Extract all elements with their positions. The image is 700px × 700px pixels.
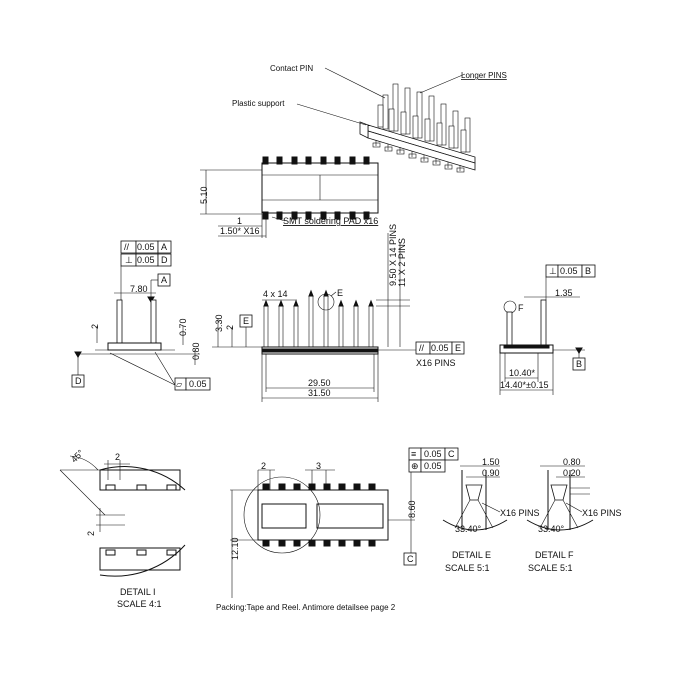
right-f-label: F <box>518 303 524 313</box>
front-pitch-dim: 4 x 14 <box>263 289 288 299</box>
right-side-view: ⊥ 0.05 B 1.35 F 10.40* 14.40*±0.15 B <box>499 264 596 395</box>
fcf-perp-value: 0.05 <box>137 255 155 265</box>
detail-f-marker <box>503 300 517 314</box>
svg-text:A: A <box>161 242 167 252</box>
detail-i-angle: 45° <box>69 448 86 465</box>
detail-e-marker <box>317 293 335 311</box>
bottom-fcf2-value: 0.05 <box>424 461 442 471</box>
front-view: 4 x 14 E 9.50 X 14 PINS 11 X 2 PINS 3.30… <box>212 224 465 402</box>
detail-e-d150: 1.50 <box>482 457 500 467</box>
detail-e-x16: X16 PINS <box>500 508 540 518</box>
svg-text:⊥: ⊥ <box>125 255 133 265</box>
datum-b: B <box>576 359 582 369</box>
svg-text:⊥: ⊥ <box>549 266 557 276</box>
bottom-view: 2 3 12.10 8.60 C ≡ 0.05 C ⊕ 0.05 <box>230 447 459 598</box>
detail-f-d020: 0.20 <box>563 468 581 478</box>
detail-i-scale: SCALE 4:1 <box>117 599 162 609</box>
detail-f-x16: X16 PINS <box>582 508 622 518</box>
front-e-label: E <box>337 288 343 298</box>
svg-text:▱: ▱ <box>176 380 183 389</box>
detail-i-circle <box>243 476 321 554</box>
bottom-d3: 3 <box>316 461 321 471</box>
top-one-dim: 1 <box>237 216 242 226</box>
svg-text:E: E <box>455 343 461 353</box>
bottom-d1210: 12.10 <box>230 537 240 560</box>
plastic-support-leader <box>296 103 367 126</box>
detail-f-title: DETAIL F <box>535 550 574 560</box>
detail-i-d2b: 2 <box>86 531 96 536</box>
detail-f-scale: SCALE 5:1 <box>528 563 573 573</box>
datum-e: E <box>243 316 249 326</box>
detail-f: 0.80 0.20 X16 PINS 33.40° DETAIL F SCALE… <box>526 457 622 573</box>
svg-text:A: A <box>161 275 167 285</box>
top-view: 5.10 1 1.50* X16 SMT soldering PAD x16 <box>199 156 379 238</box>
svg-text:C: C <box>448 449 455 459</box>
fcf-flat-value: 0.05 <box>189 379 207 389</box>
datum-d: D <box>75 376 82 386</box>
front-d2: 2 <box>225 325 235 330</box>
detail-i: 2 2 45° DETAIL I SCALE 4:1 <box>59 448 186 609</box>
bottom-fcf1-value: 0.05 <box>424 449 442 459</box>
svg-text:B: B <box>585 266 591 276</box>
side-d070: 0.70 <box>178 318 188 336</box>
bottom-d2: 2 <box>261 461 266 471</box>
side-d2: 2 <box>90 324 100 329</box>
bottom-d860: 8.60 <box>407 500 417 518</box>
longer-pins-callout: Longer PINS <box>461 71 507 80</box>
svg-text:≡: ≡ <box>411 449 416 459</box>
detail-i-title: DETAIL I <box>120 587 156 597</box>
detail-e: 1.50 0.90 X16 PINS 33.40° DETAIL E SCALE… <box>442 457 540 573</box>
front-pins14: 9.50 X 14 PINS <box>388 224 398 286</box>
left-side-view: // 0.05 A ⊥ 0.05 D A 7.80 D 2 0.70 0.80 <box>71 240 211 391</box>
side-d080: 0.80 <box>191 342 201 360</box>
isometric-view: Contact PIN Longer PINS Plastic support <box>232 64 507 173</box>
front-pins2: 11 X 2 PINS <box>397 238 407 287</box>
detail-e-d090: 0.90 <box>482 468 500 478</box>
detail-f-d080: 0.80 <box>563 457 581 467</box>
right-fcf-value: 0.05 <box>560 266 578 276</box>
contact-pin-callout: Contact PIN <box>270 64 313 73</box>
datum-c: C <box>407 554 414 564</box>
svg-text://: // <box>124 242 130 252</box>
front-fcf-value: 0.05 <box>431 343 449 353</box>
right-d1440: 14.40*±0.15 <box>500 380 548 390</box>
longer-pins-leader <box>419 73 466 94</box>
svg-text:D: D <box>161 255 168 265</box>
detail-e-angle: 33.40° <box>455 524 482 534</box>
right-d1040: 10.40* <box>509 368 536 378</box>
smt-pad-callout: SMT soldering PAD x16 <box>283 216 378 226</box>
contact-pin-leader <box>324 67 386 99</box>
svg-text:⊕: ⊕ <box>411 461 419 471</box>
front-x16: X16 PINS <box>416 358 456 368</box>
detail-e-title: DETAIL E <box>452 550 491 560</box>
front-w3150: 31.50 <box>308 388 331 398</box>
right-d135: 1.35 <box>555 288 573 298</box>
detail-f-angle: 33.40° <box>538 524 565 534</box>
svg-text://: // <box>419 343 425 353</box>
fcf-parallel-value: 0.05 <box>137 242 155 252</box>
plastic-support-callout: Plastic support <box>232 99 285 108</box>
detail-e-scale: SCALE 5:1 <box>445 563 490 573</box>
detail-i-d2a: 2 <box>115 452 120 462</box>
top-height-dim: 5.10 <box>199 186 209 204</box>
front-d330: 3.30 <box>214 314 224 332</box>
packing-note: Packing:Tape and Reel. Antimore detailse… <box>216 603 396 612</box>
top-pitch-dim: 1.50* X16 <box>220 226 260 236</box>
iso-base-side <box>359 121 369 139</box>
side-width-dim: 7.80 <box>130 284 148 294</box>
front-w2950: 29.50 <box>308 378 331 388</box>
